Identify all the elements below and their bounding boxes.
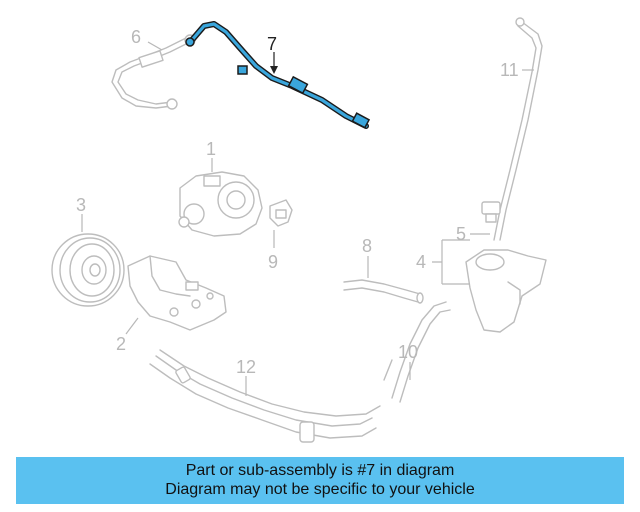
callout-6-leader	[147, 41, 163, 51]
part-3-pulley[interactable]	[51, 233, 125, 307]
callout-4-bracket	[432, 239, 470, 285]
callout-11: 11	[500, 60, 519, 80]
callout-6: 6	[131, 27, 141, 47]
banner-line-2: Diagram may not be specific to your vehi…	[165, 481, 475, 498]
part-2-bracket[interactable]	[127, 255, 227, 331]
part-11-return-line[interactable]	[493, 17, 543, 241]
callout-1: 1	[206, 139, 216, 159]
part-6-pressure-line[interactable]	[111, 34, 196, 110]
part-8-hose[interactable]	[343, 279, 424, 304]
callout-2: 2	[116, 334, 126, 354]
part-7-hose-highlighted[interactable]	[185, 21, 371, 129]
part-10-return-hose[interactable]	[383, 301, 451, 403]
callout-4: 4	[416, 252, 426, 272]
part-5-reservoir-cap[interactable]	[481, 201, 501, 223]
callout-5: 5	[456, 224, 466, 244]
callout-9: 9	[268, 252, 278, 272]
banner-line-1: Part or sub-assembly is #7 in diagram	[185, 462, 455, 479]
callout-7-arrowhead	[270, 66, 278, 74]
part-9-fitting[interactable]	[269, 199, 293, 227]
part-12-cooler-lines[interactable]	[149, 349, 381, 443]
info-banner: Part or sub-assembly is #7 in diagram Di…	[16, 457, 624, 504]
callout-12: 12	[236, 357, 256, 377]
callout-8: 8	[362, 236, 372, 256]
callout-10: 10	[398, 342, 418, 362]
callout-3: 3	[76, 195, 86, 215]
part-4-reservoir[interactable]	[465, 249, 547, 333]
part-1-power-steering-pump[interactable]	[178, 171, 263, 237]
callout-2-leader	[125, 317, 139, 335]
callout-7: 7	[267, 34, 277, 54]
